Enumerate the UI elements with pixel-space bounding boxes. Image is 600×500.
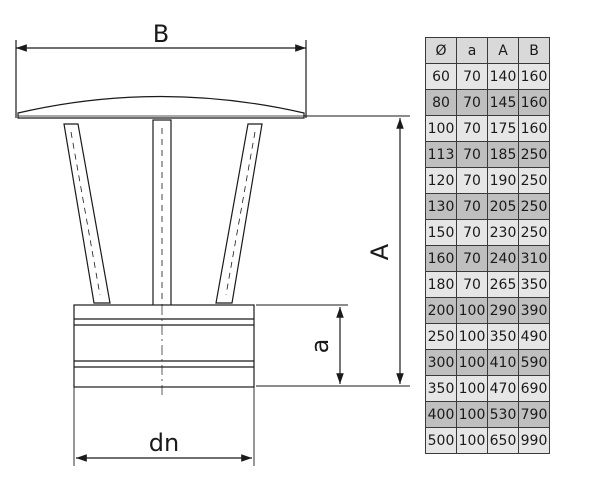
table-header-row: Ø a A B [425,37,550,64]
table-cell: 70 [456,271,488,298]
table-cell: 205 [487,193,519,220]
table-cell: 250 [518,193,550,220]
table-cell: 100 [425,115,457,142]
table-cell: 70 [456,115,488,142]
label-a-total: A [366,243,394,260]
table-cell: 113 [425,141,457,168]
table-cell: 230 [487,219,519,246]
table-cell: 250 [425,323,457,350]
table-cell: 70 [456,245,488,272]
table-cell: 70 [456,63,488,90]
table-cell: 650 [487,427,519,454]
header-a: a [456,37,488,64]
table-cell: 130 [425,193,457,220]
label-a-spigot: a [306,339,334,354]
table-cell: 60 [425,63,457,90]
header-B: B [518,37,550,64]
label-dn: dn [149,429,179,457]
table-cell: 410 [487,349,519,376]
table-cell: 140 [487,63,519,90]
table-cell: 100 [456,375,488,402]
header-A: A [487,37,519,64]
table-cell: 70 [456,89,488,116]
table-cell: 350 [425,375,457,402]
table-cell: 500 [425,427,457,454]
table-cell: 530 [487,401,519,428]
table-cell: 160 [518,63,550,90]
table-cell: 290 [487,297,519,324]
table-cell: 310 [518,245,550,272]
table-cell: 70 [456,167,488,194]
table-cell: 470 [487,375,519,402]
table-cell: 200 [425,297,457,324]
table-cell: 100 [456,427,488,454]
table-cell: 120 [425,167,457,194]
cap-top [17,95,305,119]
table-cell: 590 [518,349,550,376]
table-cell: 265 [487,271,519,298]
chimney-cap-drawing: B A a dn [15,20,410,466]
table-cell: 400 [425,401,457,428]
table-cell: 160 [425,245,457,272]
table-cell: 790 [518,401,550,428]
header-diameter: Ø [425,37,457,64]
table-cell: 70 [456,219,488,246]
table-cell: 100 [456,323,488,350]
table-cell: 490 [518,323,550,350]
table-cell: 185 [487,141,519,168]
label-b: B [153,20,169,48]
table-cell: 150 [425,219,457,246]
table-cell: 70 [456,141,488,168]
leg-center [152,119,172,319]
table-cell: 240 [487,245,519,272]
leg-right [215,123,263,304]
table-cell: 250 [518,219,550,246]
table-cell: 180 [425,271,457,298]
table-cell: 70 [456,193,488,220]
table-cell: 80 [425,89,457,116]
table-cell: 100 [456,297,488,324]
table-cell: 690 [518,375,550,402]
table-cell: 990 [518,427,550,454]
table-cell: 190 [487,167,519,194]
spigot [73,304,255,395]
table-cell: 160 [518,115,550,142]
table-cell: 160 [518,89,550,116]
table-cell: 390 [518,297,550,324]
table-cell: 300 [425,349,457,376]
table-cell: 350 [518,271,550,298]
table-cell: 350 [487,323,519,350]
table-cell: 250 [518,167,550,194]
leg-left [63,123,111,304]
table-cell: 145 [487,89,519,116]
table-cell: 175 [487,115,519,142]
table-cell: 100 [456,349,488,376]
table-cell: 250 [518,141,550,168]
table-cell: 100 [456,401,488,428]
